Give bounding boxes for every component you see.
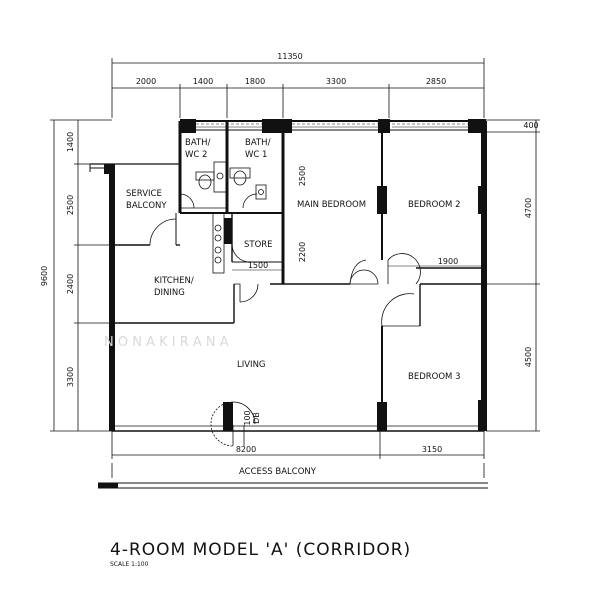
top-dim-2: 1400: [193, 77, 213, 86]
db-label-2: DB: [252, 412, 261, 424]
plan-scale: SCALE 1:100: [110, 561, 149, 568]
store-width-label: 1500: [248, 261, 268, 270]
interior-dimension-marks: [232, 265, 484, 271]
kitchen-label-line1: KITCHEN/: [154, 276, 194, 286]
overall-height-label: 9600: [40, 266, 49, 286]
structural-columns: [104, 119, 486, 431]
top-windows: [196, 123, 468, 128]
bedroom-gap-label: 1900: [438, 257, 458, 266]
top-dim-3: 1800: [245, 77, 265, 86]
bottom-dim-living: 8200: [236, 445, 256, 454]
main-bedroom-label: MAIN BEDROOM: [297, 200, 366, 210]
sanitary-fixtures: [195, 161, 267, 274]
access-balcony-line: [98, 482, 488, 489]
watermark-text: N O N A K I R A N A: [104, 335, 229, 350]
left-dimension-lines: [50, 119, 112, 432]
top-dim-1: 2000: [136, 77, 156, 86]
right-dim-1: 400: [523, 121, 538, 130]
right-dim-2: 4700: [524, 198, 533, 218]
outer-walls: [89, 120, 487, 432]
left-dim-4: 3300: [66, 367, 75, 387]
access-balcony-label: ACCESS BALCONY: [239, 467, 317, 477]
bedroom3-label: BEDROOM 3: [408, 372, 460, 382]
bottom-dimension-lines: [111, 431, 485, 478]
bath1-label-line1: BATH/: [245, 138, 271, 148]
door-swings: [149, 193, 421, 447]
right-dimension-lines: [486, 119, 540, 432]
main-bedroom-lower-dim: 2200: [298, 242, 307, 262]
store-label: STORE: [244, 240, 273, 250]
bottom-dim-bedroom3: 3150: [422, 445, 442, 454]
bath2-label-line2: WC 2: [185, 150, 207, 160]
main-bedroom-upper-dim: 2500: [298, 166, 307, 186]
toilet-icon: [198, 174, 212, 190]
left-dim-1: 1400: [66, 132, 75, 152]
top-dim-4: 3300: [326, 77, 346, 86]
left-dim-3: 2400: [66, 274, 75, 294]
service-balcony-label-line2: BALCONY: [126, 201, 167, 211]
service-balcony-label-line1: SERVICE: [126, 189, 162, 199]
bath1-label-line2: WC 1: [245, 150, 267, 160]
overall-width-label: 11350: [277, 52, 302, 61]
db-label-1: 100: [243, 410, 252, 425]
bedroom2-label: BEDROOM 2: [408, 200, 460, 210]
top-dim-5: 2850: [426, 77, 446, 86]
interior-walls: [112, 121, 484, 431]
living-label: LIVING: [237, 360, 266, 370]
plan-title: 4-ROOM MODEL 'A' (CORRIDOR): [110, 540, 411, 560]
kitchen-label-line2: DINING: [154, 288, 185, 298]
right-dim-3: 4500: [524, 347, 533, 367]
left-dim-2: 2500: [66, 195, 75, 215]
top-dimension-lines: [111, 58, 485, 118]
bath2-label-line1: BATH/: [185, 138, 211, 148]
